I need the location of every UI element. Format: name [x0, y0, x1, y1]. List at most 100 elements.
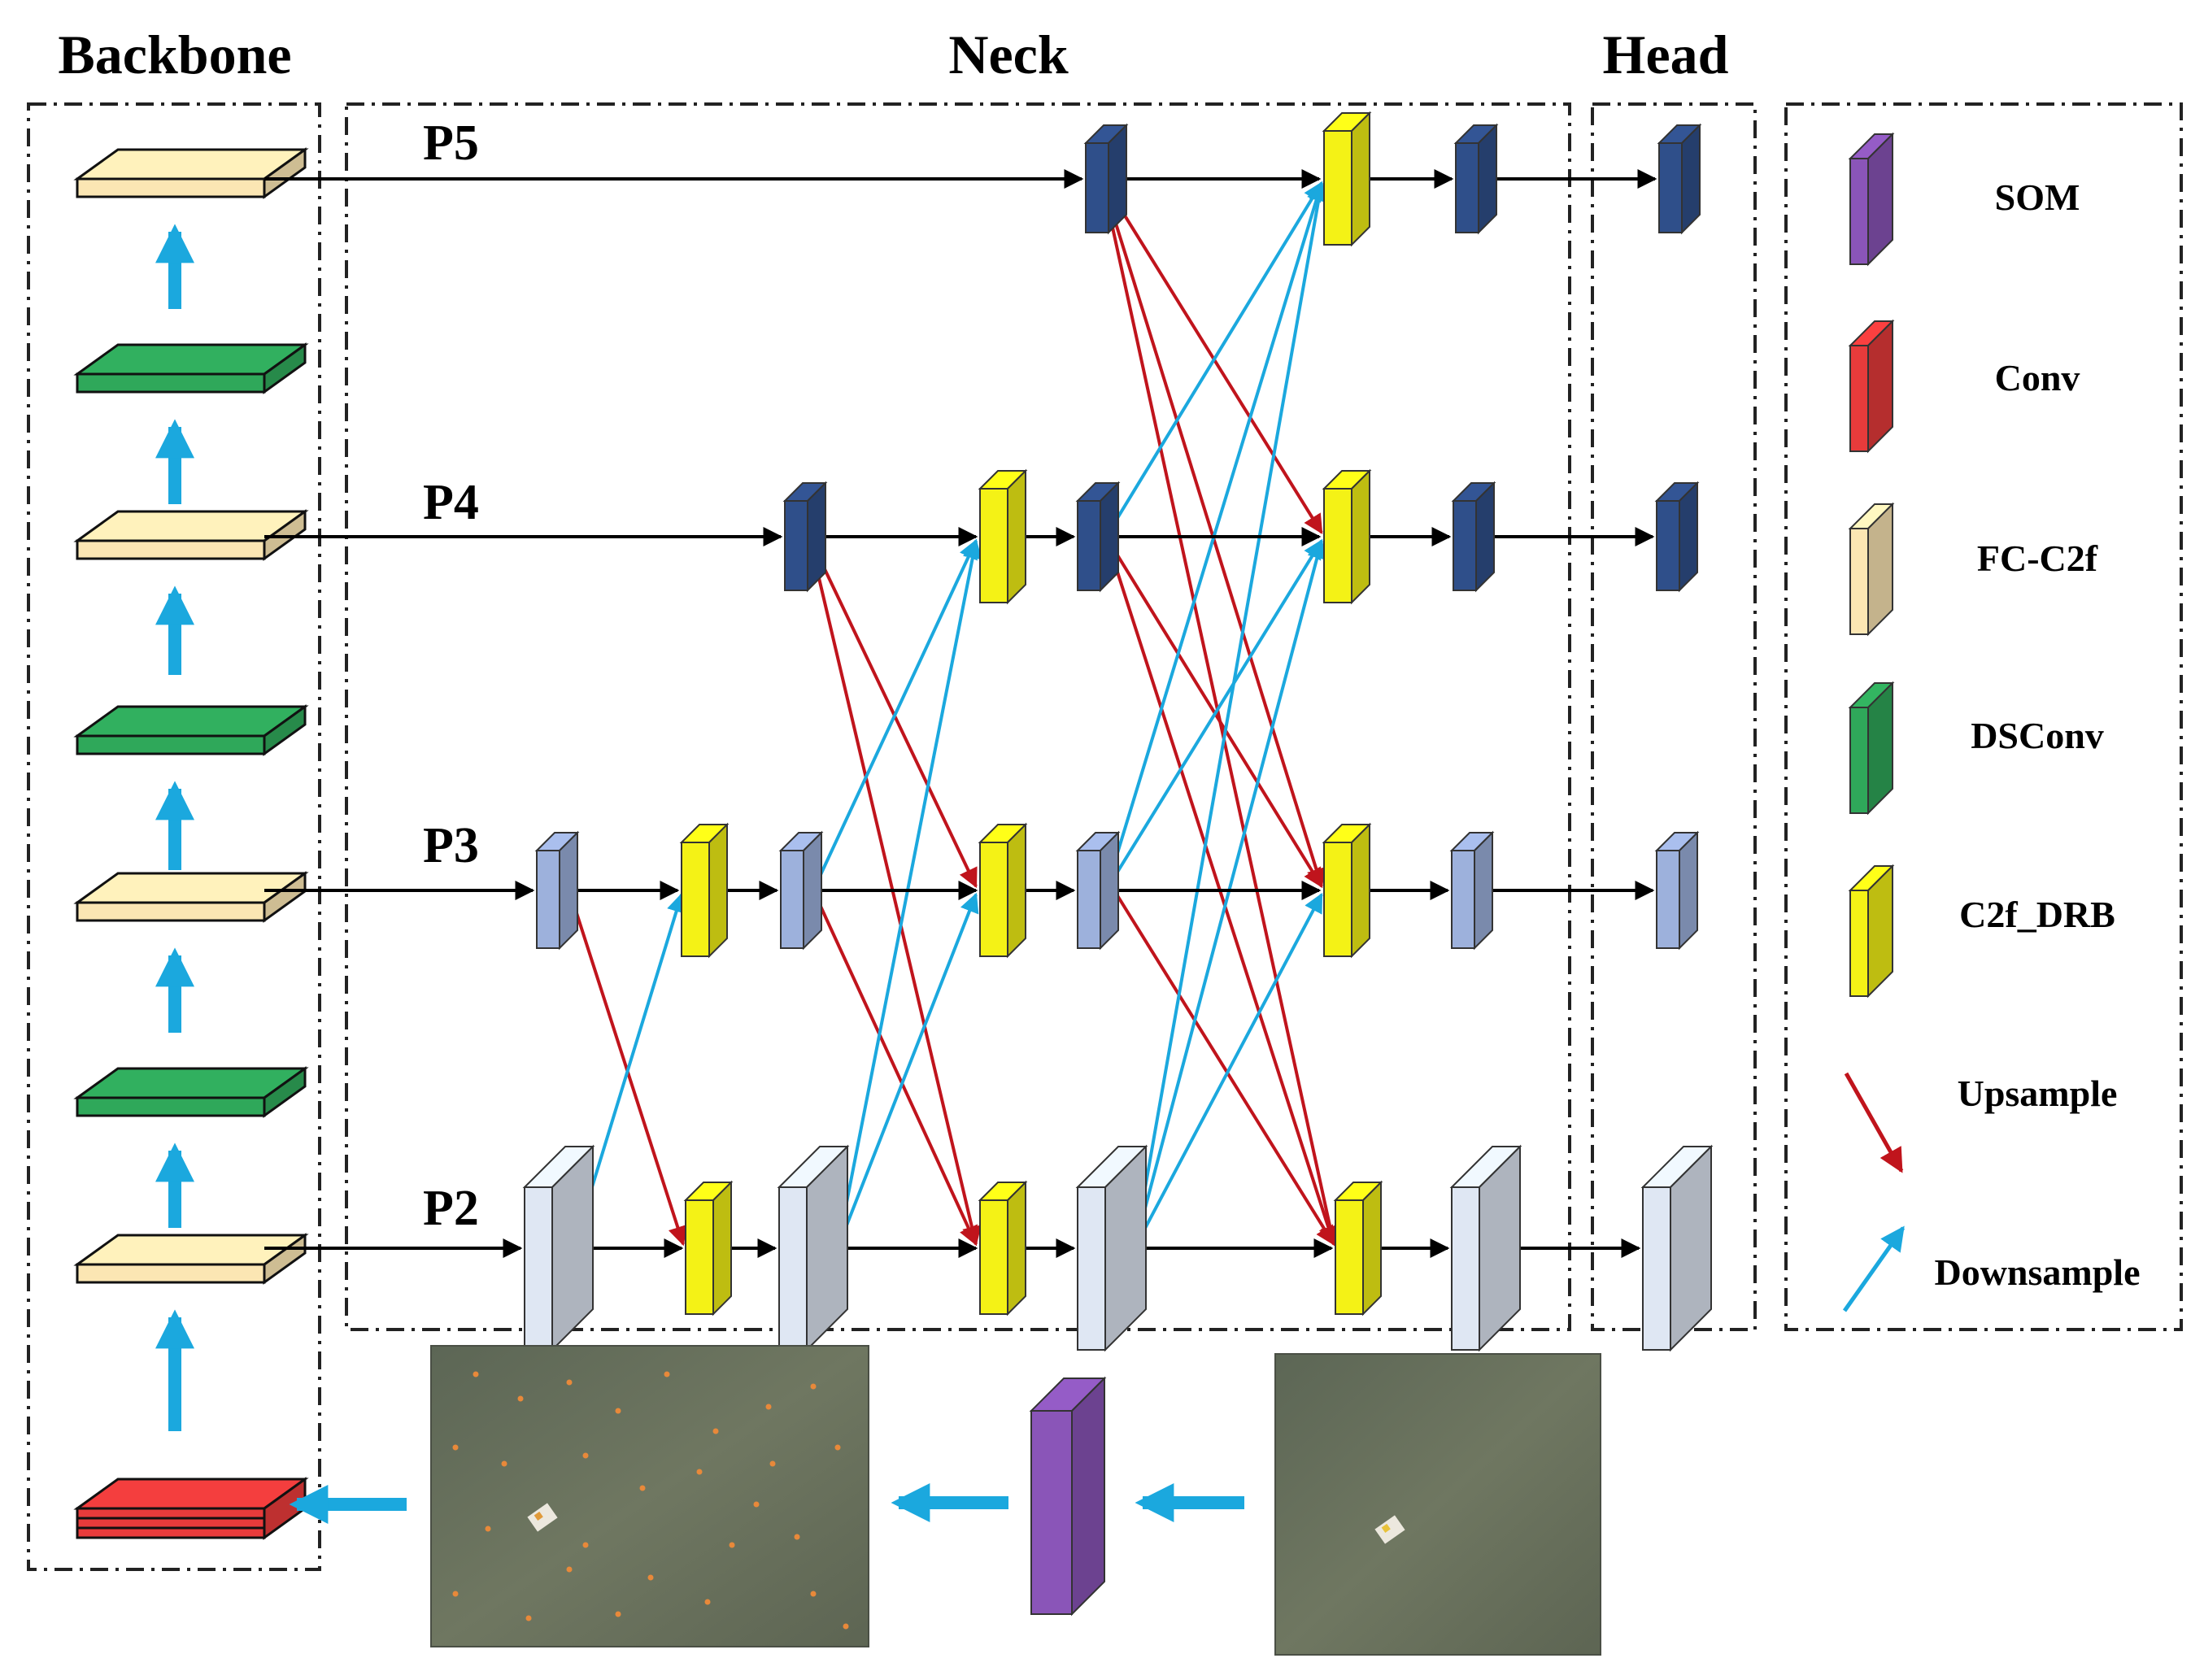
conv-block-p5 [1453, 123, 1499, 235]
legend-upsample-label: Upsample [1958, 1073, 2118, 1114]
legend-upsample-arrow [1844, 1072, 1904, 1173]
marker-dot [834, 1444, 841, 1451]
horizontal-arrows [264, 169, 1657, 1258]
downsample-arrow [1104, 181, 1323, 538]
upsample-arrow [568, 890, 687, 1247]
conv-block-p2 [777, 1144, 850, 1352]
marker-dot [501, 1460, 507, 1467]
marker-dot [729, 1542, 735, 1548]
backbone-layers [73, 147, 309, 1540]
conv-block-p5 [1083, 123, 1129, 235]
conv-block-p3 [1075, 830, 1121, 951]
legend: SOM Conv FC-C2f DSConv C2f_DRB Upsample … [1842, 132, 2141, 1312]
backbone-box [27, 102, 321, 1571]
backbone-fc-c2f-p2 [73, 1233, 309, 1285]
c2f-drb-block-p3 [679, 822, 730, 959]
conv-block-p4 [1654, 481, 1700, 593]
neck-title: Neck [948, 24, 1068, 85]
input-pipeline [289, 1345, 1601, 1656]
backbone-title: Backbone [58, 24, 291, 85]
c2f-drb-block-p4 [1322, 468, 1372, 605]
conv-block-p3 [1654, 830, 1700, 951]
marker-dot [517, 1395, 524, 1402]
legend-conv-label: Conv [1995, 357, 2080, 398]
marker-dot [452, 1444, 459, 1451]
downsample-arrow [1133, 892, 1323, 1249]
upsample-arrow [1100, 177, 1323, 535]
c2f-drb-block-p3 [1322, 822, 1372, 959]
legend-downsample-label: Downsample [1934, 1251, 2140, 1293]
marker-dot [566, 1379, 573, 1386]
small-object-markers [452, 1371, 849, 1630]
backbone-fc-c2f-p5 [73, 147, 309, 199]
legend-fc-c2f-swatch [1848, 502, 1895, 637]
downsample-arrow [812, 538, 978, 891]
legend-fc-c2f-label: FC-C2f [1977, 538, 2098, 579]
downsample-arrow [1133, 538, 1327, 1249]
processed-image [430, 1345, 869, 1647]
marker-dot [582, 1542, 589, 1548]
boat-icon-input [1374, 1515, 1405, 1544]
level-p3-label: P3 [423, 818, 479, 873]
level-p4-label: P4 [423, 475, 479, 530]
upsample-arrow [808, 536, 978, 889]
c2f-drb-block-p2 [1333, 1180, 1383, 1317]
marker-dot [810, 1383, 817, 1390]
upsample-arrow [1100, 178, 1326, 889]
conv-block-p4 [1451, 481, 1496, 593]
upsample-arrow [1113, 889, 1335, 1247]
conv-block-p3 [1449, 830, 1495, 951]
downsample-arrow [1133, 181, 1329, 1249]
marker-dot [525, 1615, 532, 1621]
conv-block-p3 [778, 830, 824, 951]
marker-dot [485, 1525, 491, 1532]
upsample-arrow [1104, 535, 1323, 889]
c2f-drb-block-p2 [683, 1180, 734, 1317]
legend-dsconv-label: DSConv [1971, 715, 2104, 756]
marker-dot [647, 1574, 654, 1581]
backbone-dsconv-2 [73, 704, 309, 756]
marker-dot [615, 1611, 621, 1617]
marker-dot [704, 1599, 711, 1605]
conv-block-p4 [782, 481, 828, 593]
backbone-fc-c2f-p4 [73, 509, 309, 561]
marker-dot [712, 1428, 719, 1434]
neck-head-blocks [522, 111, 1714, 1352]
upsample-arrow [812, 890, 978, 1247]
downsample-arrow [836, 538, 982, 1249]
legend-som-swatch [1848, 132, 1895, 267]
conv-block-p5 [1657, 123, 1702, 235]
marker-dot [765, 1404, 772, 1410]
marker-dot [452, 1591, 459, 1597]
c2f-drb-block-p3 [978, 822, 1028, 959]
marker-dot [843, 1623, 849, 1630]
downsample-arrow [836, 892, 979, 1249]
marker-dot [696, 1469, 703, 1475]
input-image [1274, 1353, 1601, 1656]
marker-dot [794, 1534, 800, 1540]
legend-dsconv-swatch [1848, 681, 1895, 816]
marker-dot [473, 1371, 479, 1378]
marker-dot [615, 1408, 621, 1414]
marker-dot [566, 1566, 573, 1573]
backbone-dsconv-3 [73, 342, 309, 394]
marker-dot [753, 1501, 760, 1508]
conv-block-p2 [522, 1144, 595, 1352]
backbone-dsconv-1 [73, 1066, 309, 1118]
conv-block-p2 [1075, 1144, 1148, 1352]
legend-downsample-arrow [1842, 1225, 1906, 1312]
conv-block-p3 [534, 830, 580, 951]
marker-dot [582, 1452, 589, 1459]
c2f-drb-block-p2 [978, 1180, 1028, 1317]
backbone-fc-c2f-p3 [73, 871, 309, 923]
marker-dot [810, 1591, 817, 1597]
conv-block-p2 [1640, 1144, 1714, 1352]
som-block [1029, 1376, 1107, 1617]
backbone-conv-stem [73, 1477, 309, 1540]
legend-c2f-drb-swatch [1848, 864, 1895, 999]
c2f-drb-block-p4 [978, 468, 1028, 605]
head-box [1591, 102, 1757, 1331]
conv-block-p2 [1449, 1144, 1522, 1352]
level-p2-label: P2 [423, 1181, 479, 1236]
